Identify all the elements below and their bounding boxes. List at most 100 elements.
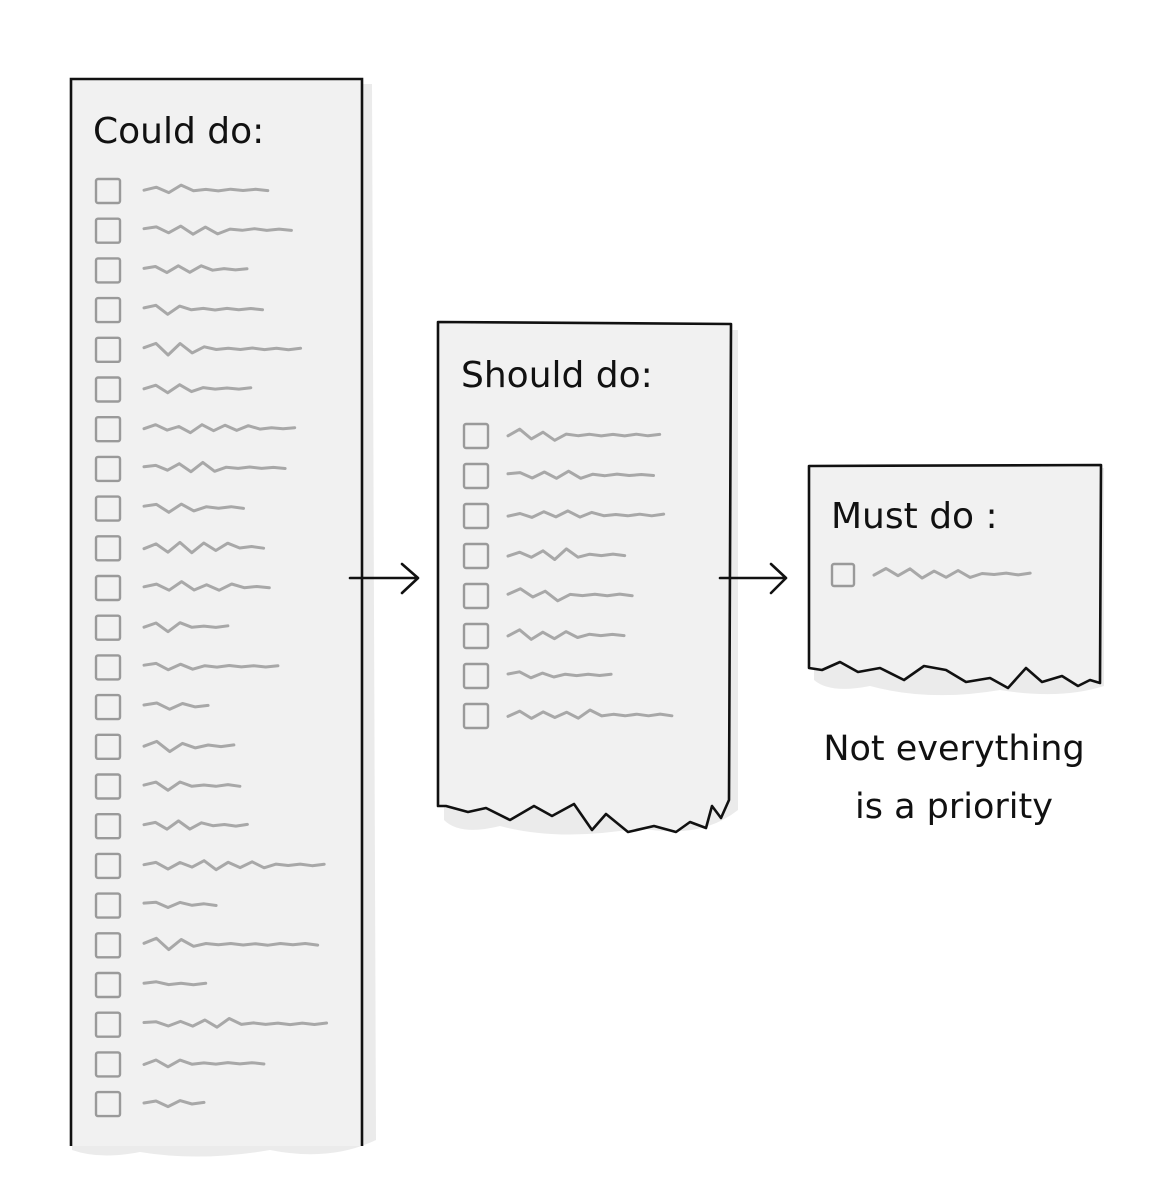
arrow-right-icon bbox=[718, 562, 788, 595]
checklist-item bbox=[94, 495, 245, 522]
checklist-item bbox=[94, 813, 249, 840]
checklist-item bbox=[94, 773, 242, 800]
checkbox-icon bbox=[462, 582, 490, 610]
could-do-paper bbox=[69, 77, 364, 1146]
caption-line-2: is a priority bbox=[855, 787, 1053, 827]
checklist-item bbox=[462, 622, 626, 650]
checkbox-icon bbox=[94, 971, 122, 999]
scribble-text-placeholder bbox=[142, 1058, 266, 1069]
scribble-text-placeholder bbox=[506, 509, 666, 519]
checklist-item bbox=[462, 582, 634, 610]
checkbox-icon bbox=[462, 702, 490, 730]
checklist-item bbox=[94, 654, 280, 681]
checklist-item bbox=[462, 702, 674, 730]
checkbox-icon bbox=[462, 622, 490, 650]
checkbox-icon bbox=[94, 773, 122, 800]
checkbox-icon bbox=[94, 1090, 122, 1118]
checkbox-icon bbox=[94, 336, 122, 363]
checklist-item bbox=[94, 574, 271, 602]
scribble-text-placeholder bbox=[142, 540, 266, 555]
checklist-item bbox=[94, 1090, 206, 1118]
checkbox-icon bbox=[94, 257, 122, 284]
arrow-right-icon bbox=[348, 562, 420, 595]
scribble-text-placeholder bbox=[142, 936, 320, 952]
scribble-text-placeholder bbox=[142, 739, 236, 754]
must-do-items bbox=[830, 562, 1032, 588]
scribble-text-placeholder bbox=[142, 264, 249, 275]
scribble-text-placeholder bbox=[142, 341, 303, 357]
must-do-list: Must do : bbox=[807, 463, 1104, 696]
checkbox-icon bbox=[94, 932, 122, 959]
checklist-item bbox=[94, 177, 270, 205]
scribble-text-placeholder bbox=[142, 621, 230, 634]
checkbox-icon bbox=[94, 455, 122, 483]
checkbox-icon bbox=[94, 654, 122, 681]
checkbox-icon bbox=[94, 574, 122, 602]
scribble-text-placeholder bbox=[142, 580, 271, 592]
should-do-list: Should do: bbox=[436, 320, 738, 835]
checklist-item bbox=[94, 1011, 329, 1038]
checkbox-icon bbox=[462, 662, 490, 690]
could-do-title: Could do: bbox=[93, 111, 264, 152]
checklist-item bbox=[94, 217, 293, 244]
checkbox-icon bbox=[462, 422, 490, 450]
scribble-text-placeholder bbox=[142, 224, 293, 236]
checklist-item bbox=[462, 662, 613, 690]
checklist-item bbox=[94, 1051, 266, 1078]
could-do-items bbox=[94, 177, 329, 1118]
checkbox-icon bbox=[94, 416, 122, 443]
scribble-text-placeholder bbox=[142, 423, 297, 435]
checklist-item bbox=[94, 892, 218, 919]
could-do-list: Could do: bbox=[69, 77, 376, 1157]
checklist-item bbox=[94, 535, 266, 562]
checkbox-icon bbox=[830, 562, 856, 588]
should-do-paper bbox=[436, 320, 733, 834]
scribble-text-placeholder bbox=[142, 780, 242, 792]
checkbox-icon bbox=[94, 296, 122, 324]
should-do-title: Should do: bbox=[461, 355, 653, 396]
checklist-item bbox=[94, 455, 287, 483]
checkbox-icon bbox=[94, 733, 122, 760]
scribble-text-placeholder bbox=[506, 587, 634, 603]
checkbox-icon bbox=[94, 1051, 122, 1078]
scribble-text-placeholder bbox=[506, 547, 627, 561]
scribble-text-placeholder bbox=[142, 661, 280, 672]
checklist-item bbox=[94, 971, 208, 999]
checklist-item bbox=[462, 502, 666, 530]
checkbox-icon bbox=[94, 535, 122, 562]
checklist-item bbox=[462, 462, 655, 490]
checkbox-icon bbox=[94, 892, 122, 919]
checkbox-icon bbox=[462, 542, 490, 570]
checklist-item bbox=[94, 336, 303, 363]
scribble-text-placeholder bbox=[142, 1099, 206, 1109]
checklist-item bbox=[94, 733, 236, 760]
must-do-paper bbox=[807, 463, 1103, 690]
scribble-text-placeholder bbox=[142, 859, 326, 872]
scribble-text-placeholder bbox=[142, 980, 208, 987]
scribble-text-placeholder bbox=[142, 1017, 329, 1029]
scribble-text-placeholder bbox=[506, 708, 674, 720]
checklist-item bbox=[94, 614, 230, 641]
scribble-text-placeholder bbox=[142, 183, 270, 195]
checklist-item bbox=[462, 542, 627, 570]
checkbox-icon bbox=[94, 693, 122, 721]
scribble-text-placeholder bbox=[142, 819, 249, 831]
scribble-text-placeholder bbox=[506, 469, 655, 480]
scribble-text-placeholder bbox=[142, 303, 264, 316]
scribble-text-placeholder bbox=[142, 383, 253, 395]
checklist-item bbox=[94, 852, 326, 880]
checkbox-icon bbox=[94, 177, 122, 205]
scribble-text-placeholder bbox=[506, 628, 626, 641]
caption-line-1: Not everything bbox=[823, 729, 1084, 769]
checklist-item bbox=[94, 296, 264, 324]
scribble-text-placeholder bbox=[142, 460, 287, 474]
checklist-item bbox=[462, 422, 662, 450]
scribble-text-placeholder bbox=[506, 670, 613, 680]
checkbox-icon bbox=[94, 852, 122, 880]
scribble-text-placeholder bbox=[142, 701, 210, 711]
checklist-item bbox=[94, 932, 320, 959]
must-do-title: Must do : bbox=[831, 496, 998, 537]
scribble-text-placeholder bbox=[142, 502, 245, 514]
checkbox-icon bbox=[94, 376, 122, 403]
